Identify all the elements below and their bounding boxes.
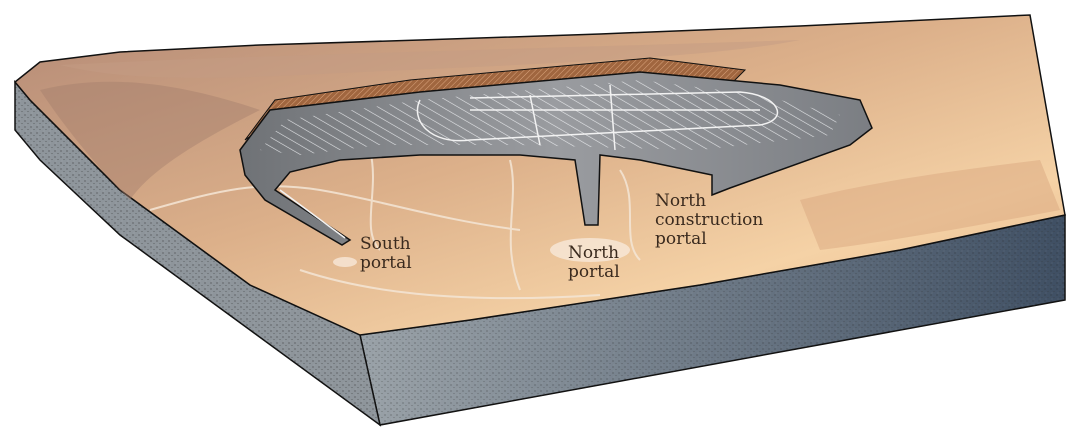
label-line: South xyxy=(360,234,411,254)
label-line: portal xyxy=(360,253,412,273)
label-line: portal xyxy=(655,229,707,249)
label-line: North xyxy=(655,191,707,211)
trails xyxy=(149,149,641,300)
label-line: portal xyxy=(568,262,620,282)
label-line: North xyxy=(568,243,620,263)
south-portal-label: South portal xyxy=(360,235,412,273)
north-construction-portal-label: North construction portal xyxy=(655,192,763,249)
label-line: construction xyxy=(655,210,764,230)
north-portal-label: North portal xyxy=(568,244,620,282)
